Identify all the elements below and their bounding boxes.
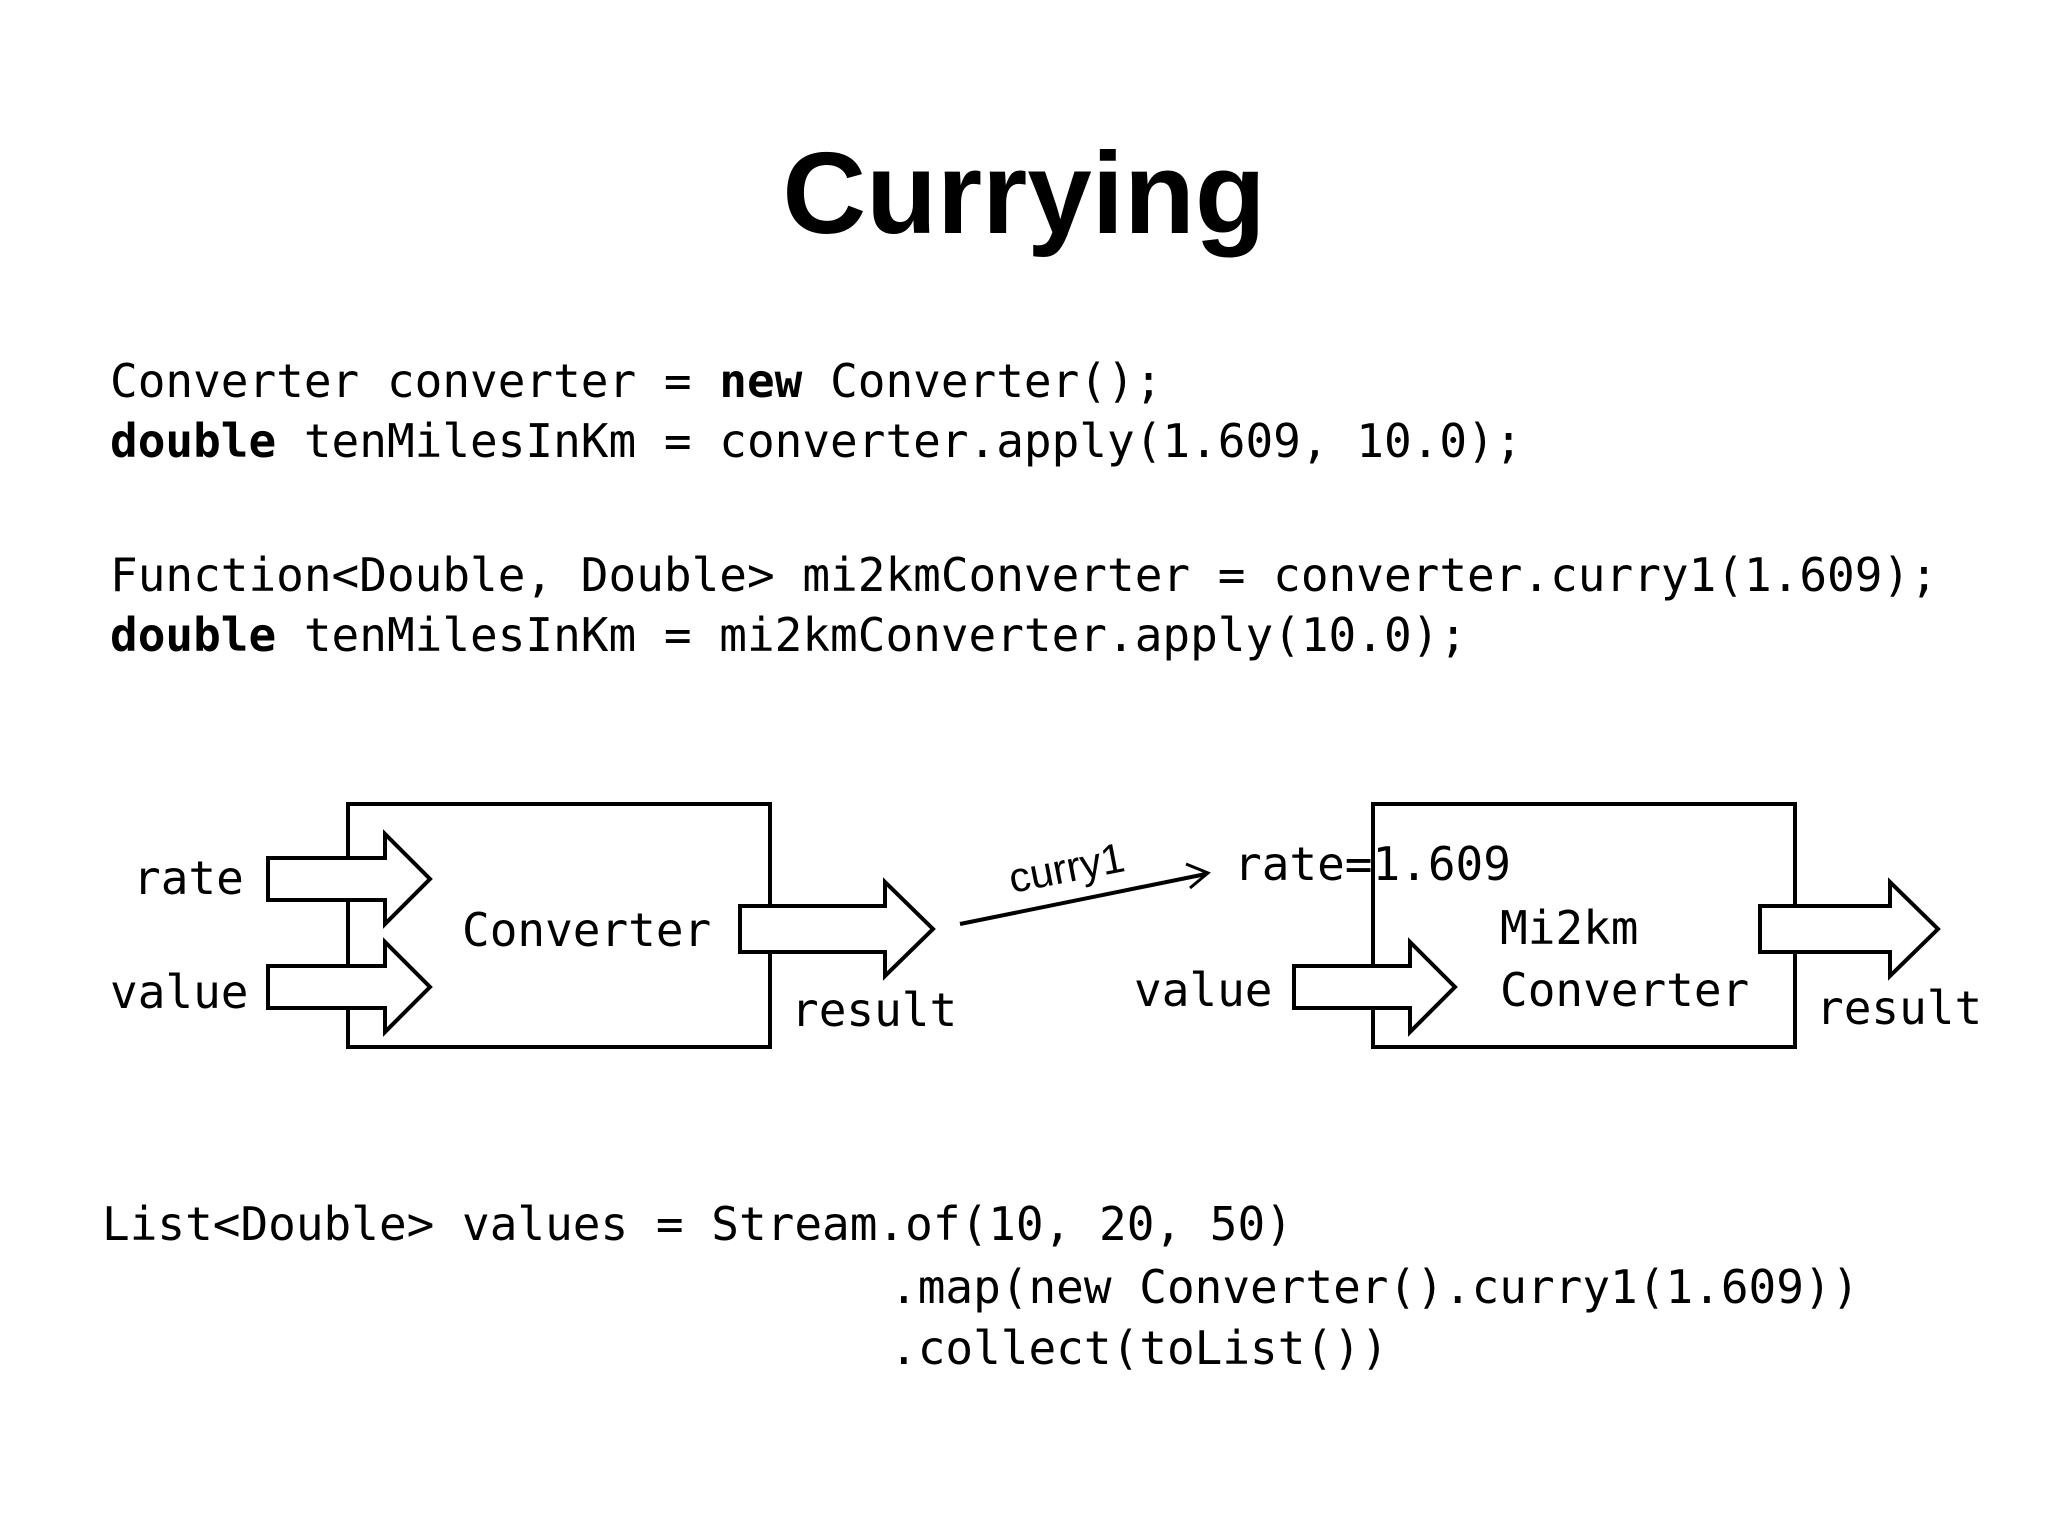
code-text: Converter(); xyxy=(802,354,1163,408)
curry-arrow-line xyxy=(959,872,1207,926)
result-label: result xyxy=(791,983,957,1037)
code-text: tenMilesInKm = mi2kmConverter.apply(10.0… xyxy=(276,608,1468,662)
mi2km-result-label: result xyxy=(1816,981,1982,1035)
value-input-arrow xyxy=(266,937,433,1037)
value-label: value xyxy=(110,965,248,1019)
result-output-arrow xyxy=(738,877,936,981)
code-line: Function<Double, Double> mi2kmConverter … xyxy=(110,548,1938,602)
code-line: double tenMilesInKm = mi2kmConverter.app… xyxy=(110,612,1467,658)
mi2km-box-label-line1: Mi2km xyxy=(1500,901,1638,955)
code-text: Converter converter = xyxy=(110,354,720,408)
code-line: double tenMilesInKm = converter.apply(1.… xyxy=(110,418,1522,464)
mi2km-result-output-arrow xyxy=(1758,877,1941,981)
bound-rate-label: rate=1.609 xyxy=(1234,837,1511,891)
code-line: .collect(toList()) xyxy=(890,1321,1389,1375)
curry-arrow-head xyxy=(1185,862,1211,890)
slide-title: Currying xyxy=(782,128,1266,258)
code-line: .map(new Converter().curry1(1.609)) xyxy=(890,1260,1860,1314)
code-keyword: double xyxy=(110,608,277,662)
code-line: List<Double> values = Stream.of(10, 20, … xyxy=(102,1197,1293,1251)
code-keyword: new xyxy=(719,354,803,408)
mi2km-value-label: value xyxy=(1134,963,1272,1017)
rate-input-arrow xyxy=(266,829,433,929)
code-text: tenMilesInKm = converter.apply(1.609, 10… xyxy=(276,414,1523,468)
converter-box-label: Converter xyxy=(462,903,711,957)
code-line: Converter converter = new Converter(); xyxy=(110,358,1162,404)
code-keyword: double xyxy=(110,414,277,468)
mi2km-box-label-line2: Converter xyxy=(1500,963,1749,1017)
mi2km-value-input-arrow xyxy=(1292,937,1458,1037)
rate-label: rate xyxy=(133,851,244,905)
